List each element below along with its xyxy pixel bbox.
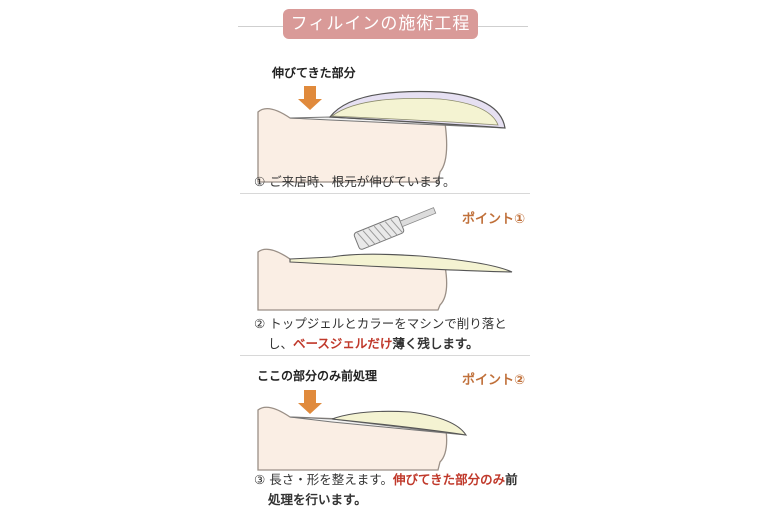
emphasis-text: 前 — [505, 472, 518, 487]
step3-caption: ③ 長さ・形を整えます。伸びてきた部分のみ前 処理を行います。 — [254, 470, 518, 510]
highlight-text: ベースジェルだけ — [293, 336, 393, 351]
step3-line2: 処理を行います。 — [254, 490, 518, 510]
step-text: 長さ・形を整えます。 — [269, 472, 393, 487]
arrow-icon — [298, 86, 322, 110]
step1-caption: ① ご来店時、根元が伸びています。 — [254, 172, 455, 192]
header-rule-right — [472, 26, 528, 27]
gel-layer-remaining — [331, 410, 468, 436]
point-badge-1: ポイント① — [462, 212, 526, 227]
page-title: フィルインの施術工程 — [283, 9, 478, 39]
gel-layer-color — [330, 97, 499, 126]
step1-illustration — [257, 86, 506, 183]
step1-growth-label: 伸びてきた部分 — [272, 66, 356, 80]
step-number: ③ — [254, 472, 266, 487]
step-divider — [240, 355, 530, 356]
emphasis-text: 処理を行います。 — [268, 492, 367, 507]
point-badge-2: ポイント② — [462, 373, 526, 388]
step-number: ① — [254, 174, 266, 189]
step-text: し、 — [268, 336, 294, 351]
step2-line1: ② トップジェルとカラーをマシンで削り落と — [254, 314, 507, 334]
step-divider — [240, 193, 530, 194]
arrow-icon — [298, 390, 322, 414]
highlight-text: 伸びてきた部分のみ — [392, 472, 506, 487]
emphasis-text: 薄く残します。 — [392, 336, 479, 351]
nail-thin-gel — [289, 253, 513, 273]
step2-illustration — [257, 207, 513, 311]
step3-pretreat-label: ここの部分のみ前処理 — [257, 369, 378, 383]
step-number: ② — [254, 316, 266, 331]
step3-illustration — [257, 390, 468, 471]
step2-line2: し、ベースジェルだけ薄く残します。 — [254, 334, 507, 354]
drill-bit-icon — [353, 207, 437, 250]
header-rule-left — [238, 26, 288, 27]
step-text: ご来店時、根元が伸びています。 — [269, 174, 456, 189]
step-text: トップジェルとカラーをマシンで削り落と — [269, 316, 507, 331]
step3-line1: ③ 長さ・形を整えます。伸びてきた部分のみ前 — [254, 470, 518, 490]
step2-caption: ② トップジェルとカラーをマシンで削り落と し、ベースジェルだけ薄く残します。 — [254, 314, 507, 354]
